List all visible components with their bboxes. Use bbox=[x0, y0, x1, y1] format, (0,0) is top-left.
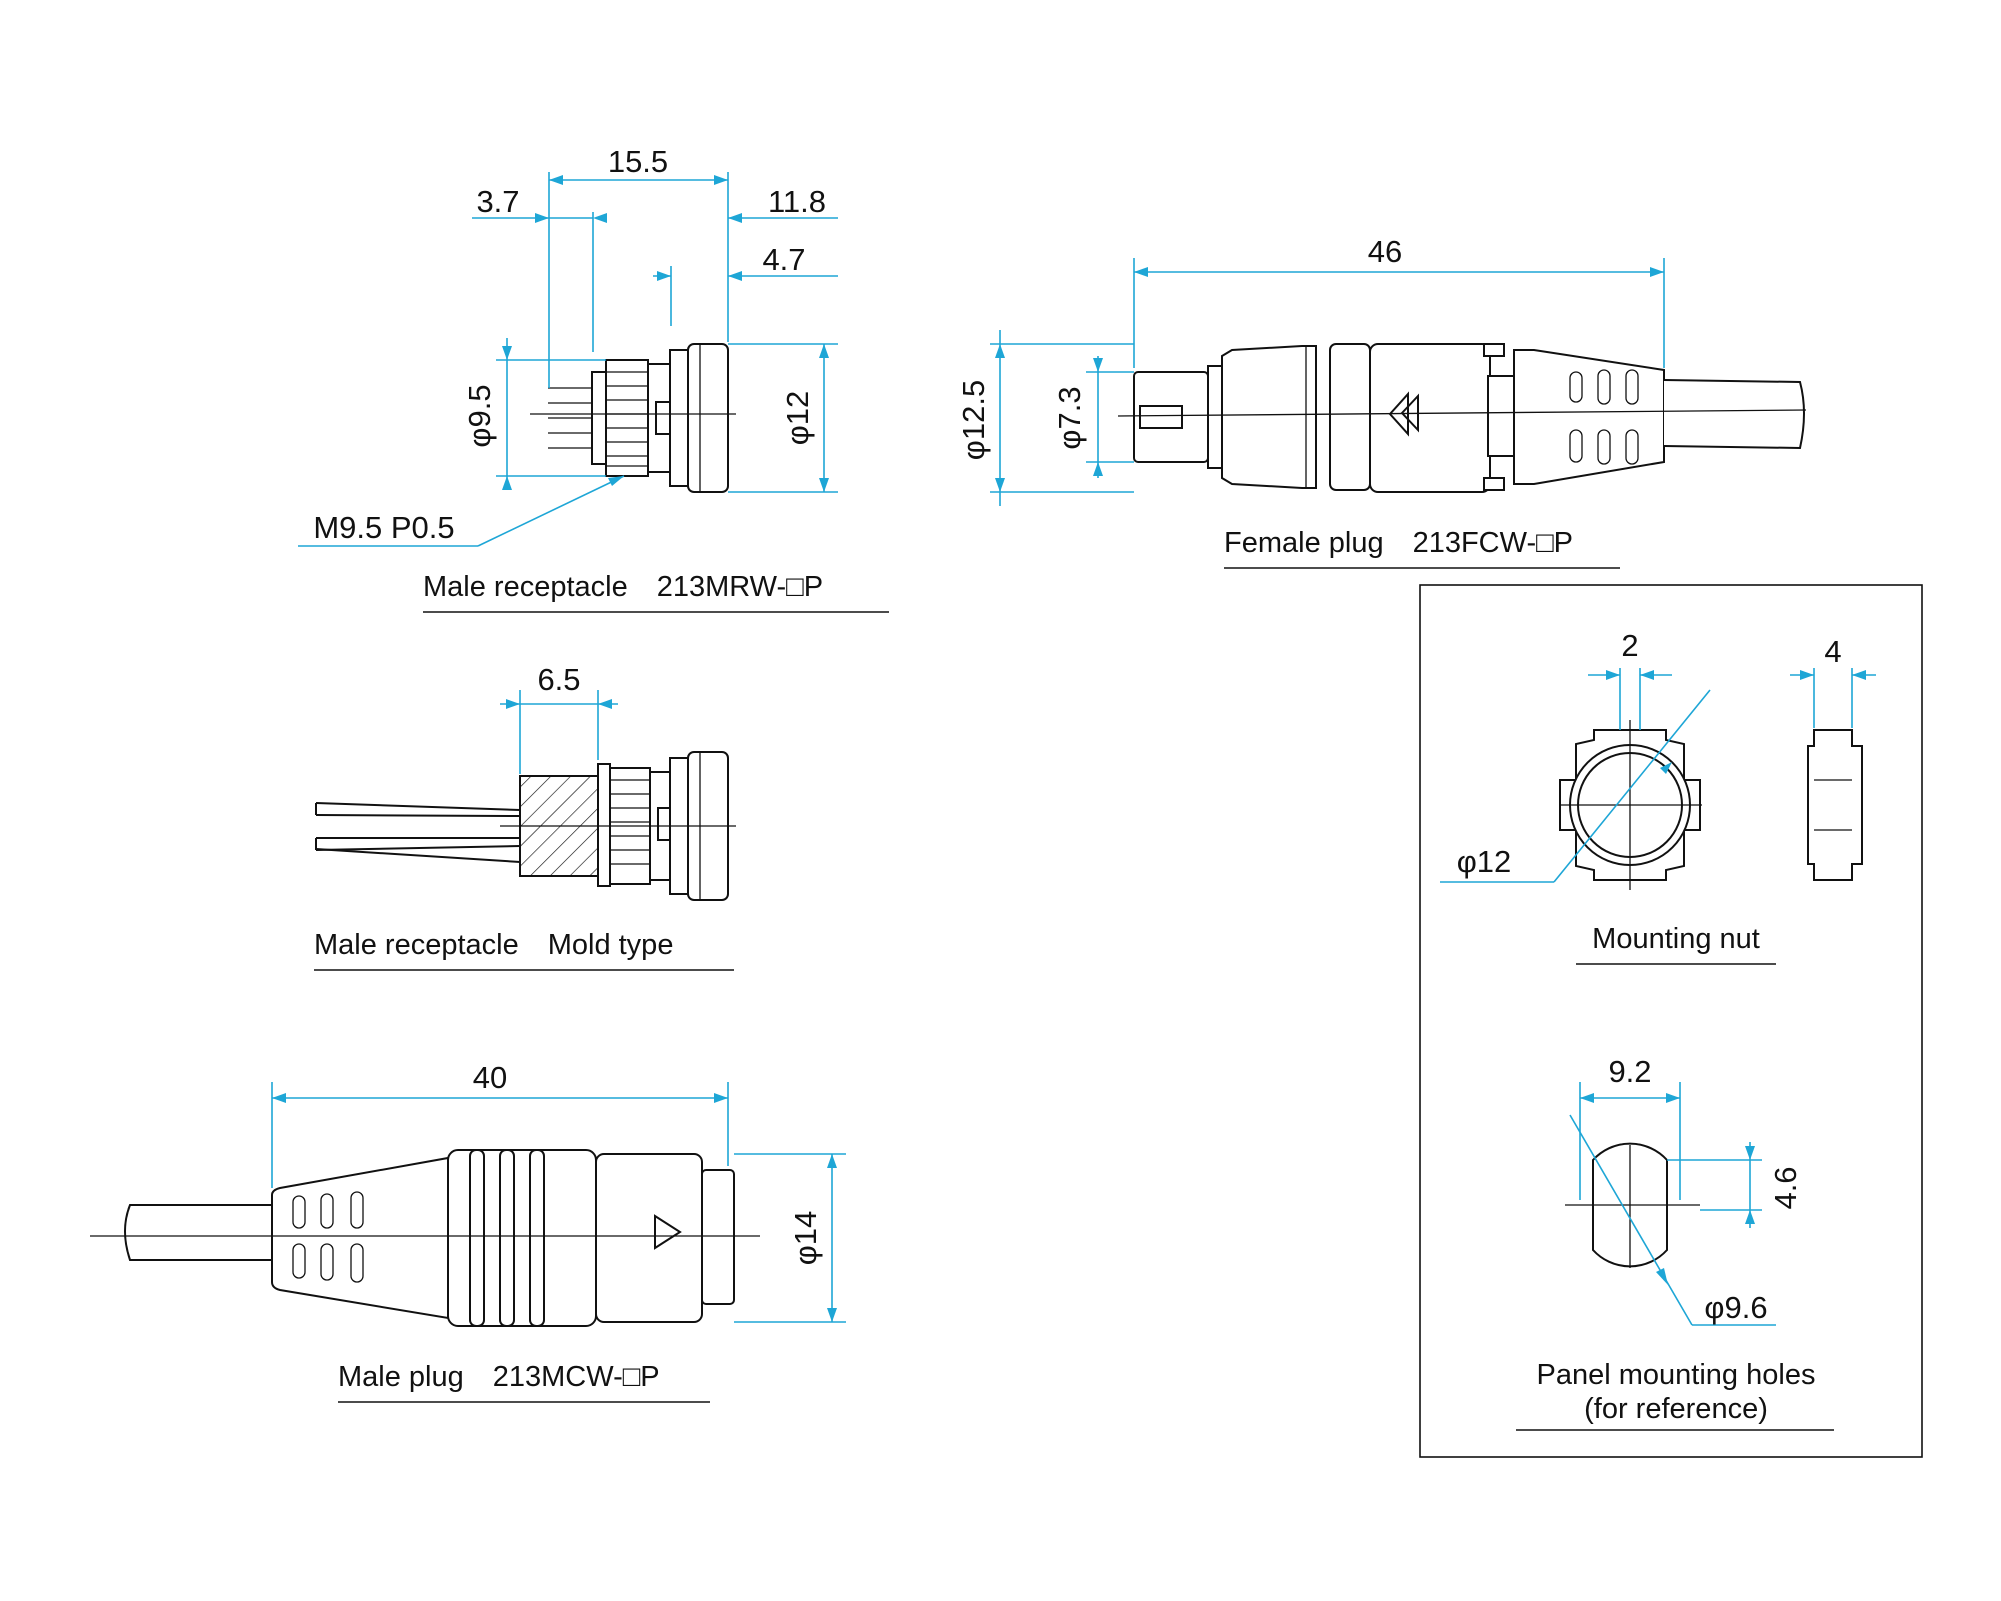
dim-female-plug-outer-dia: φ12.5 bbox=[956, 380, 991, 460]
dim-recept-total: 15.5 bbox=[608, 144, 668, 179]
dim-female-plug-len: 46 bbox=[1368, 234, 1402, 269]
caption-male-receptacle: Male receptacle 213MRW-□P bbox=[423, 571, 823, 603]
dim-recept-left: 3.7 bbox=[476, 184, 519, 219]
caption-male-plug: Male plug 213MCW-□P bbox=[338, 1361, 660, 1393]
caption-mold-type: Male receptacle Mold type bbox=[314, 929, 673, 961]
male-plug-drawing: 40 φ14 Male plug 213MCW-□P bbox=[90, 1060, 846, 1403]
caption-panel-holes-line1: Panel mounting holes bbox=[1537, 1359, 1816, 1391]
caption-mounting-nut: Mounting nut bbox=[1592, 923, 1760, 955]
dim-nut-slot: 2 bbox=[1621, 628, 1638, 663]
dim-recept-outer-dia: φ12 bbox=[780, 391, 815, 446]
dim-recept-thread: M9.5 P0.5 bbox=[313, 510, 454, 545]
mounting-nut-front-view: 2 φ12 bbox=[1440, 628, 1711, 890]
mounting-nut-side-view: 4 bbox=[1790, 634, 1876, 881]
male-receptacle-drawing: 15.5 3.7 11.8 4.7 φ9.5 φ12 M9.5 P0.5 Mal… bbox=[298, 144, 889, 613]
accessory-panel-frame bbox=[1419, 584, 1923, 1458]
caption-panel-holes-line2: (for reference) bbox=[1584, 1393, 1768, 1425]
dim-female-plug-inner-dia: φ7.3 bbox=[1052, 386, 1087, 449]
dim-male-plug-dia: φ14 bbox=[788, 1211, 823, 1266]
female-plug-drawing: 46 φ12.5 φ7.3 Female plug 213FCW-□P bbox=[956, 234, 1807, 569]
dim-recept-thread-dia: φ9.5 bbox=[462, 384, 497, 447]
dim-recept-flange: 4.7 bbox=[762, 242, 805, 277]
mold-type-drawing: 6.5 Male receptacle Mold type bbox=[314, 662, 736, 971]
dim-hole-width: 9.2 bbox=[1608, 1054, 1651, 1089]
caption-female-plug: Female plug 213FCW-□P bbox=[1224, 527, 1573, 559]
dim-male-plug-len: 40 bbox=[473, 1060, 507, 1095]
dim-recept-right: 11.8 bbox=[768, 184, 826, 219]
dim-hole-flat: 4.6 bbox=[1768, 1166, 1803, 1209]
dim-hole-dia: φ9.6 bbox=[1704, 1290, 1767, 1325]
panel-hole-drawing: 9.2 4.6 φ9.6 bbox=[1565, 1054, 1803, 1326]
dim-nut-thick: 4 bbox=[1824, 634, 1841, 669]
dim-nut-dia: φ12 bbox=[1457, 844, 1512, 879]
dim-mold-len: 6.5 bbox=[537, 662, 580, 697]
